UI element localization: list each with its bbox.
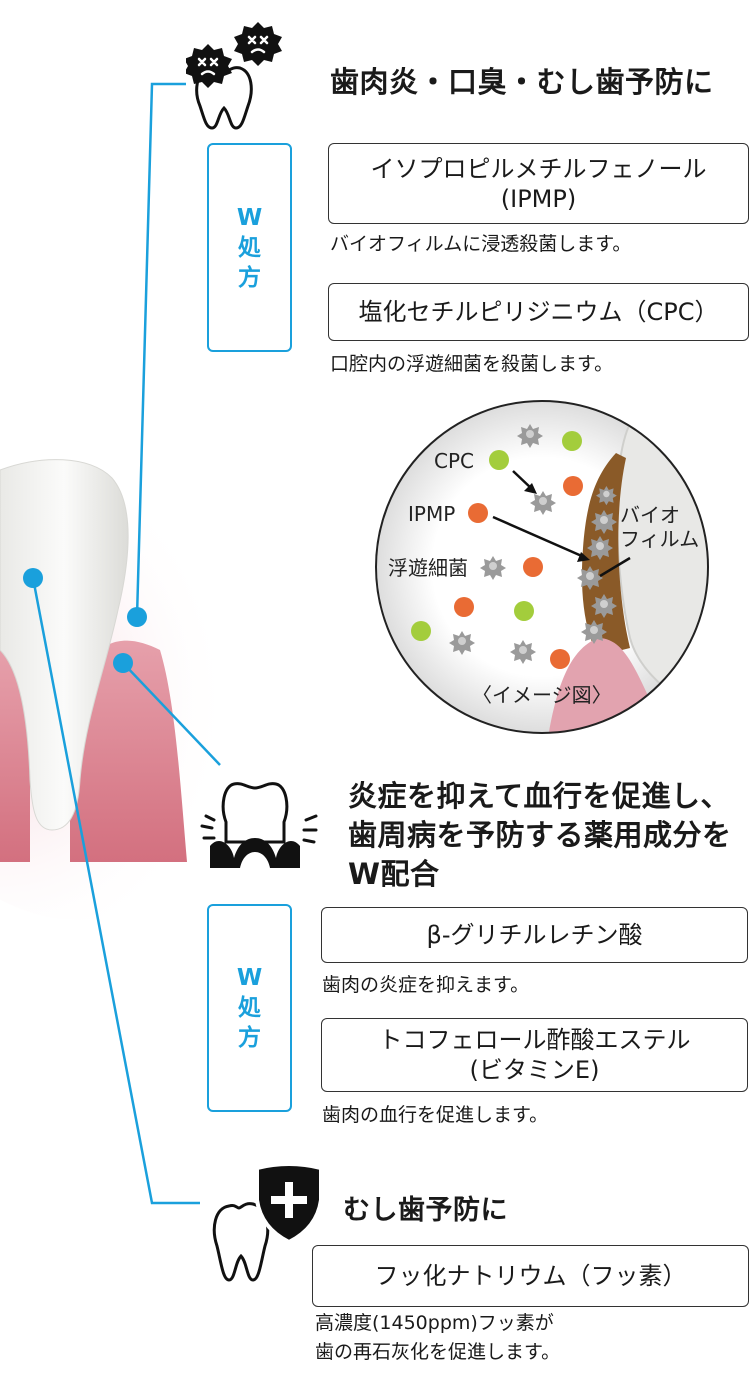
w-badge-char: 処 [238, 995, 261, 1021]
section2-heading-2: 歯周病を予防する薬用成分を [348, 818, 732, 852]
ingredient-box-sodium-fluoride: フッ化ナトリウム（フッ素） [312, 1245, 749, 1307]
ingredient-name: トコフェロール酢酸エステル [378, 1026, 691, 1054]
biofilm-image-circle: CPC IPMP 浮遊細菌 バイオ フィルム 〈イメージ図〉 [375, 400, 709, 734]
ingredient-name: イソプロピルメチルフェノール [370, 154, 707, 183]
w-badge-char: W [236, 965, 263, 991]
ingredient-abbr: (IPMP) [500, 184, 577, 213]
ingredient-box-cpc: 塩化セチルピリジニウム（CPC） [328, 283, 749, 341]
w-badge-char: W [236, 204, 263, 231]
ingredient-name: フッ化ナトリウム（フッ素） [374, 1262, 687, 1290]
section2-heading-3: W配合 [348, 857, 440, 891]
tooth-crown [0, 459, 129, 831]
section1-heading: 歯肉炎・口臭・むし歯予防に [330, 65, 714, 99]
inflamed-tooth-icon [200, 782, 318, 868]
ingredient-box-glycyrrhetinic: β-グリチルレチン酸 [321, 907, 748, 963]
image-caption: 〈イメージ図〉 [472, 683, 612, 707]
fluoride-desc-2: 歯の再石灰化を促進します。 [315, 1341, 561, 1363]
shield-tooth-icon [212, 1162, 323, 1282]
w-badge-char: 方 [238, 1025, 261, 1051]
ingredient-name: 塩化セチルピリジニウム（CPC） [358, 298, 719, 326]
ingredient-desc: 歯肉の血行を促進します。 [322, 1104, 549, 1126]
w-formula-badge-1: W 処 方 [207, 143, 292, 352]
w-badge-char: 処 [238, 234, 261, 261]
w-badge-char: 方 [238, 264, 261, 291]
section3-heading: むし歯予防に [343, 1195, 508, 1226]
ingredient-box-vitamin-e: トコフェロール酢酸エステル (ビタミンE) [321, 1018, 748, 1092]
ingredient-desc: バイオフィルムに浸透殺菌します。 [330, 233, 632, 255]
section2-heading-1: 炎症を抑えて血行を促進し、 [348, 779, 731, 813]
ingredient-desc: 口腔内の浮遊細菌を殺菌します。 [330, 353, 614, 375]
label-biofilm-2: フィルム [620, 527, 699, 551]
ingredient-abbr: (ビタミンE) [469, 1056, 600, 1084]
gum-right [70, 640, 187, 862]
ingredient-name: β-グリチルレチン酸 [426, 921, 643, 949]
ingredient-box-ipmp: イソプロピルメチルフェノール (IPMP) [328, 143, 749, 224]
label-biofilm-1: バイオ [620, 503, 680, 527]
sick-germ-tooth-icon [186, 22, 282, 130]
label-floating-bacteria: 浮遊細菌 [388, 556, 468, 580]
fluoride-desc-1: 高濃度(1450ppm)フッ素が [315, 1312, 554, 1334]
ingredient-desc: 歯肉の炎症を抑えます。 [322, 974, 530, 996]
w-formula-badge-2: W 処 方 [207, 904, 292, 1112]
label-cpc: CPC [434, 449, 474, 473]
label-ipmp: IPMP [408, 502, 455, 526]
